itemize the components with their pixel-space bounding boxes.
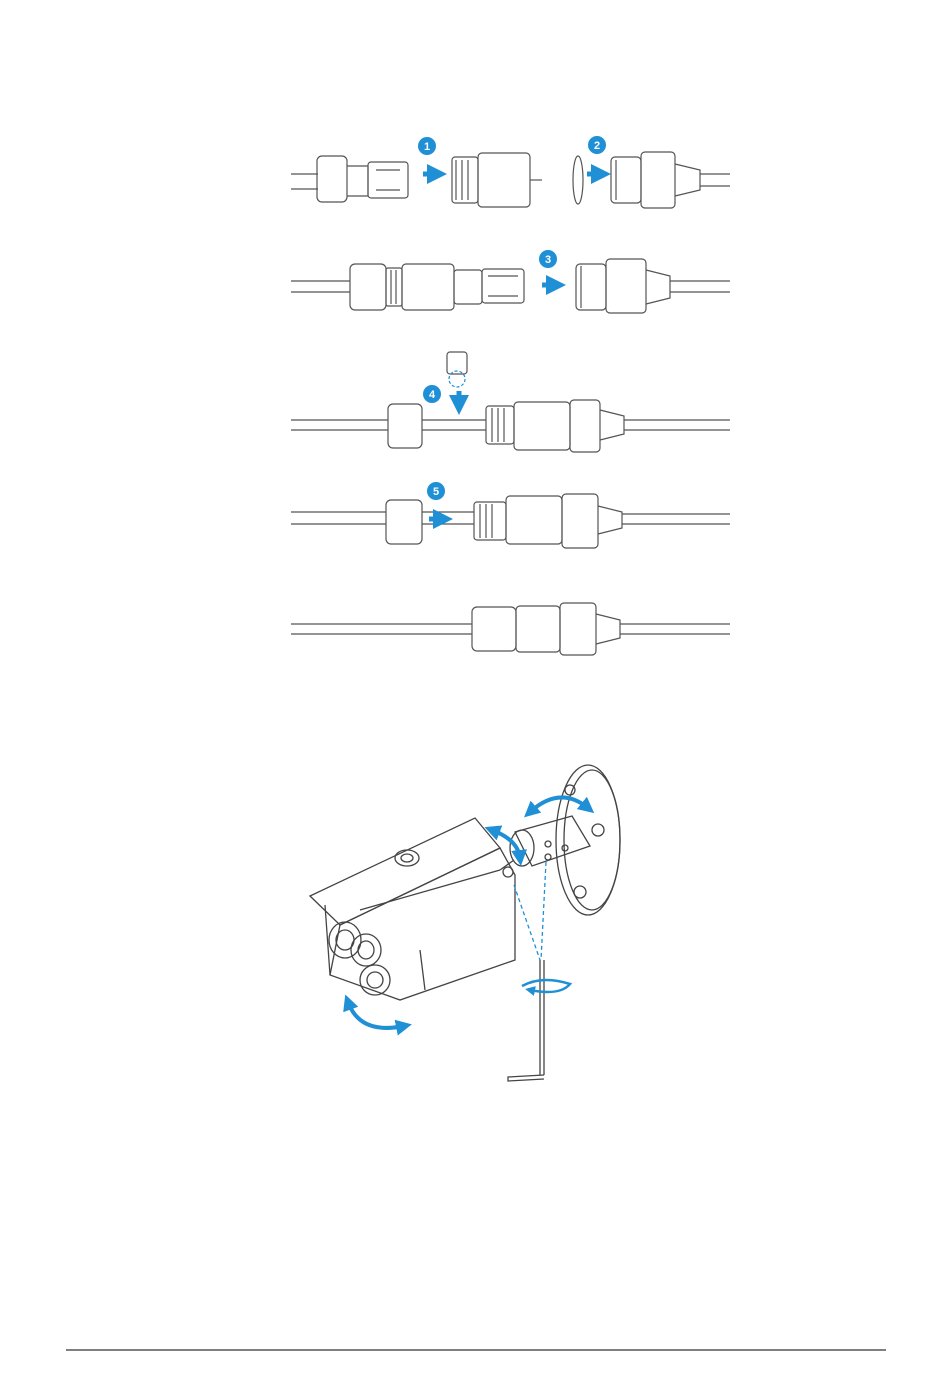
screw-guide-lines <box>514 862 546 960</box>
wall-mount-base <box>556 765 620 915</box>
assembly-row-2 <box>291 259 730 313</box>
rotation-arrows <box>348 797 588 1028</box>
svg-text:3: 3 <box>545 254 551 266</box>
camera-body <box>310 818 515 1000</box>
assembly-row-1 <box>291 152 730 208</box>
assembly-row-4 <box>291 494 730 548</box>
rotate-arrow-icon <box>348 1002 404 1028</box>
svg-text:5: 5 <box>433 486 439 498</box>
hex-key-icon <box>508 960 544 1081</box>
step-badge-1: 1 <box>418 137 436 155</box>
step-badges: 1 2 3 4 5 <box>418 136 606 500</box>
assembly-row-3 <box>291 352 730 452</box>
step-arrows <box>423 174 601 519</box>
o-ring <box>573 156 583 204</box>
step-badge-5: 5 <box>427 482 445 500</box>
nut-part <box>317 156 347 202</box>
svg-text:1: 1 <box>424 141 430 153</box>
assembly-row-5-complete <box>291 603 730 655</box>
rotate-arrow-icon <box>522 980 570 992</box>
step-badge-3: 3 <box>539 250 557 268</box>
camera-lenses <box>329 922 390 995</box>
camera-adjustment-figure <box>310 765 620 1081</box>
step-badge-2: 2 <box>588 136 606 154</box>
svg-text:4: 4 <box>429 389 436 401</box>
step-badge-4: 4 <box>423 385 441 403</box>
svg-text:2: 2 <box>594 140 600 152</box>
connector-assembly-figure <box>291 152 730 655</box>
rj45-plug <box>368 162 408 198</box>
